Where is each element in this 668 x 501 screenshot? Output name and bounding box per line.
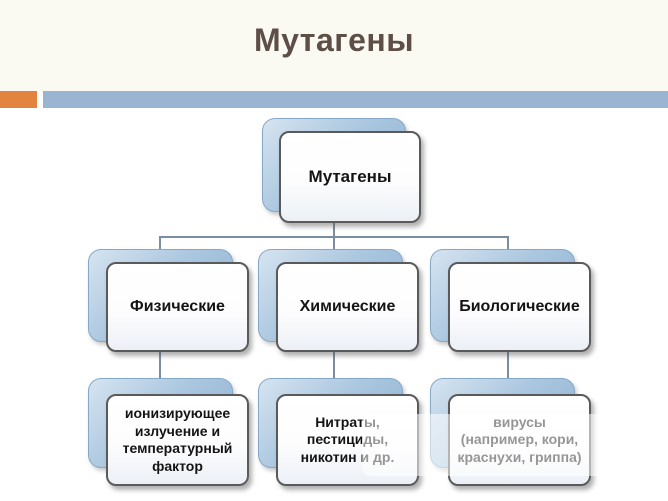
node-box: Химические	[276, 262, 419, 352]
accent-orange-bar	[0, 91, 37, 108]
page-title: Мутагены	[253, 22, 415, 58]
connector-line	[159, 236, 161, 250]
node-box: Биологические	[448, 262, 591, 352]
node-box: Физические	[106, 262, 249, 352]
connector-line	[507, 236, 509, 250]
diagram-node-root: Мутагены	[262, 118, 423, 223]
node-label: Мутагены	[308, 167, 392, 186]
header-background	[0, 0, 668, 91]
node-label: ионизирующее излучение и температурный ф…	[122, 405, 233, 474]
connector-line	[333, 223, 335, 237]
accent-blue-bar	[43, 91, 668, 108]
node-label: Физические	[130, 298, 225, 315]
node-box: ионизирующее излучение и температурный ф…	[106, 394, 249, 486]
node-label: Химические	[299, 298, 396, 315]
node-box: Мутагены	[279, 131, 421, 223]
node-label: Биологические	[459, 298, 580, 315]
connector-line	[159, 351, 161, 379]
connector-line	[333, 351, 335, 379]
connector-line	[507, 351, 509, 379]
watermark-overlay	[362, 414, 668, 476]
